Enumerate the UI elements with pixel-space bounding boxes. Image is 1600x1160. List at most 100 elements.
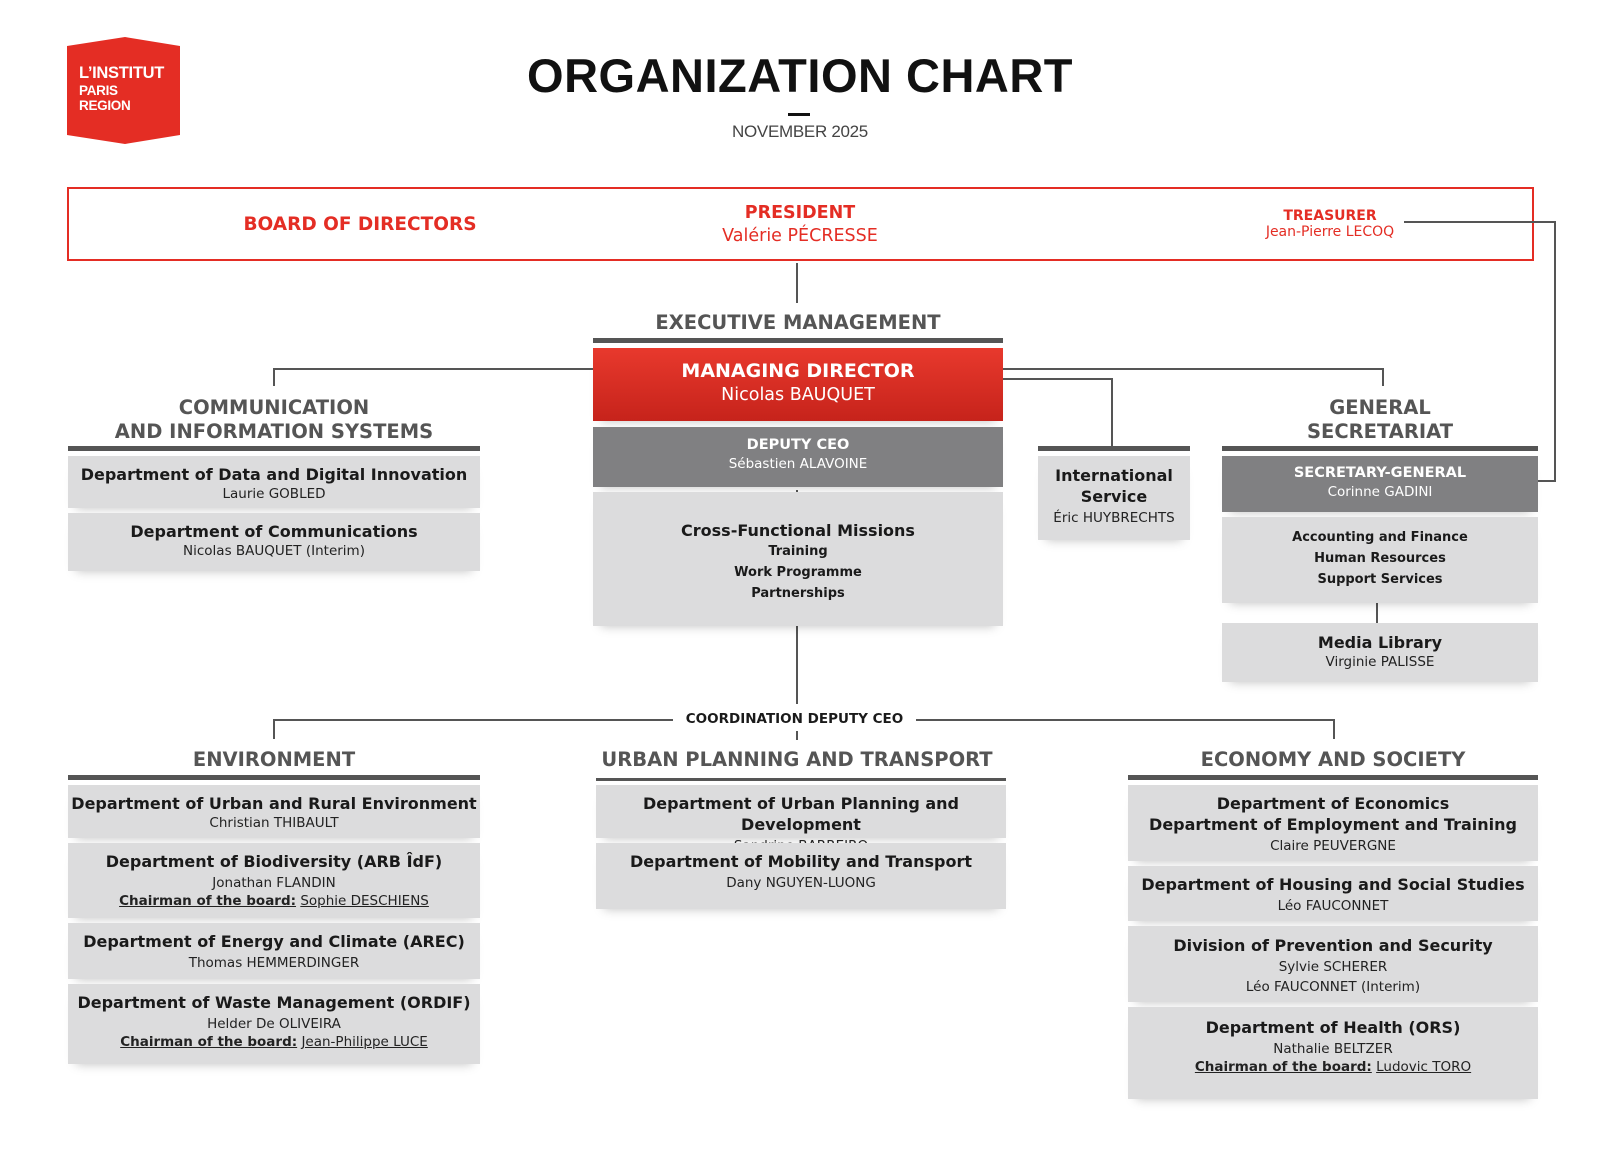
- department-box: Division of Prevention and Security Sylv…: [1128, 926, 1538, 1002]
- managing-director-box: MANAGING DIRECTOR Nicolas BAUQUET: [593, 348, 1003, 421]
- department-box: Department of Urban Planning and Develop…: [596, 785, 1006, 854]
- connector-line: [1535, 480, 1556, 482]
- department-title: Department of Data and Digital Innovatio…: [80, 465, 468, 484]
- treasurer-name: Jean-Pierre LECOQ: [1265, 224, 1395, 240]
- department-title: Department of Urban and Rural Environmen…: [71, 794, 477, 813]
- section-bar: [1038, 446, 1190, 451]
- department-head: Dany NGUYEN-LUONG: [726, 875, 876, 891]
- board-of-directors-box: [67, 187, 1534, 261]
- connector-line: [796, 731, 798, 740]
- service-item: Human Resources: [1314, 551, 1446, 566]
- department-box: Department of Biodiversity (ARB ÎdF) Jon…: [68, 843, 480, 918]
- mission-item: Work Programme: [734, 565, 862, 580]
- department-head: Léo FAUCONNET (Interim): [1245, 979, 1421, 995]
- missions-title: Cross-Functional Missions: [681, 521, 915, 540]
- chairman-line: Chairman of the board: Ludovic TORO: [1128, 1058, 1538, 1076]
- connector-line: [796, 263, 798, 303]
- department-title: Department of Housing and Social Studies: [1141, 875, 1525, 894]
- chairman-name: Sophie DESCHIENS: [300, 893, 429, 909]
- department-head: Nathalie BELTZER: [1273, 1041, 1393, 1057]
- department-title: Department of Economics: [1216, 794, 1450, 813]
- service-item: Accounting and Finance: [1292, 530, 1468, 545]
- logo-shape: [67, 37, 180, 144]
- media-library-box: Media Library Virginie PALISSE: [1222, 623, 1538, 682]
- chairman-line: Chairman of the board: Sophie DESCHIENS: [68, 892, 480, 910]
- section-bar: [1128, 775, 1538, 780]
- media-title: Media Library: [1317, 633, 1443, 652]
- institut-logo: L’INSTITUT PARIS REGION: [67, 37, 180, 144]
- board-label: BOARD OF DIRECTORS: [243, 214, 477, 235]
- department-box: Department of Urban and Rural Environmen…: [68, 785, 480, 838]
- department-title: Division of Prevention and Security: [1173, 936, 1493, 955]
- international-title-line2: Service: [1080, 487, 1148, 506]
- general-secretariat-heading-line1: GENERAL: [1329, 396, 1431, 419]
- chairman-name: Jean-Philippe LUCE: [301, 1034, 428, 1050]
- executive-heading: EXECUTIVE MANAGEMENT: [655, 311, 941, 334]
- communication-heading-line1: COMMUNICATION: [178, 396, 370, 419]
- department-head: Sylvie SCHERER: [1278, 959, 1388, 975]
- connector-line: [916, 719, 1335, 721]
- md-title: MANAGING DIRECTOR: [681, 360, 915, 382]
- communication-heading-line2: AND INFORMATION SYSTEMS: [114, 420, 434, 443]
- missions-box: Cross-Functional Missions Training Work …: [593, 492, 1003, 626]
- department-head: Nicolas BAUQUET (Interim): [183, 543, 365, 559]
- general-secretariat-heading-line2: SECRETARIAT: [1306, 420, 1454, 443]
- section-bar: [68, 775, 480, 780]
- department-head: Léo FAUCONNET: [1277, 898, 1389, 914]
- section-bar: [1222, 446, 1538, 451]
- department-box: Department of Communications Nicolas BAU…: [68, 513, 480, 571]
- communication-heading: COMMUNICATION AND INFORMATION SYSTEMS: [68, 396, 480, 444]
- international-service-box: International Service Éric HUYBRECHTS: [1038, 456, 1190, 540]
- economy-heading: ECONOMY AND SOCIETY: [1200, 748, 1466, 771]
- deputy-title: DEPUTY CEO: [746, 437, 850, 453]
- department-head: Thomas HEMMERDINGER: [188, 955, 360, 971]
- mission-item: Training: [768, 544, 828, 559]
- deputy-name: Sébastien ALAVOINE: [728, 456, 868, 472]
- department-box: Department of Economics Department of Em…: [1128, 785, 1538, 861]
- department-title: Department of Communications: [130, 522, 418, 541]
- page-date: NOVEMBER 2025: [732, 122, 868, 141]
- department-box: Department of Energy and Climate (AREC) …: [68, 923, 480, 979]
- support-services-box: Accounting and Finance Human Resources S…: [1222, 517, 1538, 603]
- department-head: Christian THIBAULT: [209, 815, 339, 831]
- logo-line3: REGION: [79, 98, 131, 113]
- section-bar: [596, 778, 1006, 781]
- general-secretariat-heading: GENERAL SECRETARIAT: [1222, 396, 1538, 444]
- coordination-label: COORDINATION DEPUTY CEO: [685, 711, 904, 727]
- president-name: Valérie PÉCRESSE: [722, 226, 878, 246]
- chairman-label: Chairman of the board:: [119, 893, 297, 909]
- chairman-name: Ludovic TORO: [1376, 1059, 1472, 1075]
- urban-heading: URBAN PLANNING AND TRANSPORT: [601, 748, 993, 771]
- chairman-line: Chairman of the board: Jean-Philippe LUC…: [68, 1033, 480, 1051]
- connector-line: [1111, 378, 1113, 446]
- chairman-label: Chairman of the board:: [120, 1034, 298, 1050]
- connector-line: [1333, 719, 1335, 739]
- environment-heading: ENVIRONMENT: [192, 748, 356, 771]
- department-head: Laurie GOBLED: [222, 486, 326, 502]
- department-box: Department of Data and Digital Innovatio…: [68, 456, 480, 508]
- department-title: Department of Mobility and Transport: [630, 852, 972, 871]
- connector-line: [1003, 368, 1383, 370]
- department-title: Department of Employment and Training: [1149, 815, 1517, 834]
- president-title: PRESIDENT: [744, 203, 856, 223]
- connector-line: [273, 368, 593, 370]
- connector-line: [273, 719, 275, 739]
- service-item: Support Services: [1317, 572, 1443, 587]
- department-title: Department of Health (ORS): [1205, 1018, 1461, 1037]
- section-bar: [68, 446, 480, 451]
- mission-item: Partnerships: [751, 586, 845, 601]
- page-title: ORGANIZATION CHART: [527, 49, 1073, 102]
- connector-line: [1003, 378, 1113, 380]
- department-box: Department of Mobility and Transport Dan…: [596, 843, 1006, 909]
- connector-line: [1376, 603, 1378, 623]
- sg-name: Corinne GADINI: [1327, 484, 1433, 500]
- connector-line: [273, 719, 673, 721]
- international-title-line1: International: [1055, 466, 1173, 485]
- department-head: Jonathan FLANDIN: [212, 875, 336, 891]
- department-title: Department of Energy and Climate (AREC): [83, 932, 465, 951]
- sg-title: SECRETARY-GENERAL: [1293, 465, 1467, 481]
- logo-line1: L’INSTITUT: [79, 64, 164, 82]
- logo-line2: PARIS: [79, 83, 118, 98]
- department-title: Department of Urban Planning and Develop…: [643, 794, 959, 834]
- media-head: Virginie PALISSE: [1325, 654, 1435, 670]
